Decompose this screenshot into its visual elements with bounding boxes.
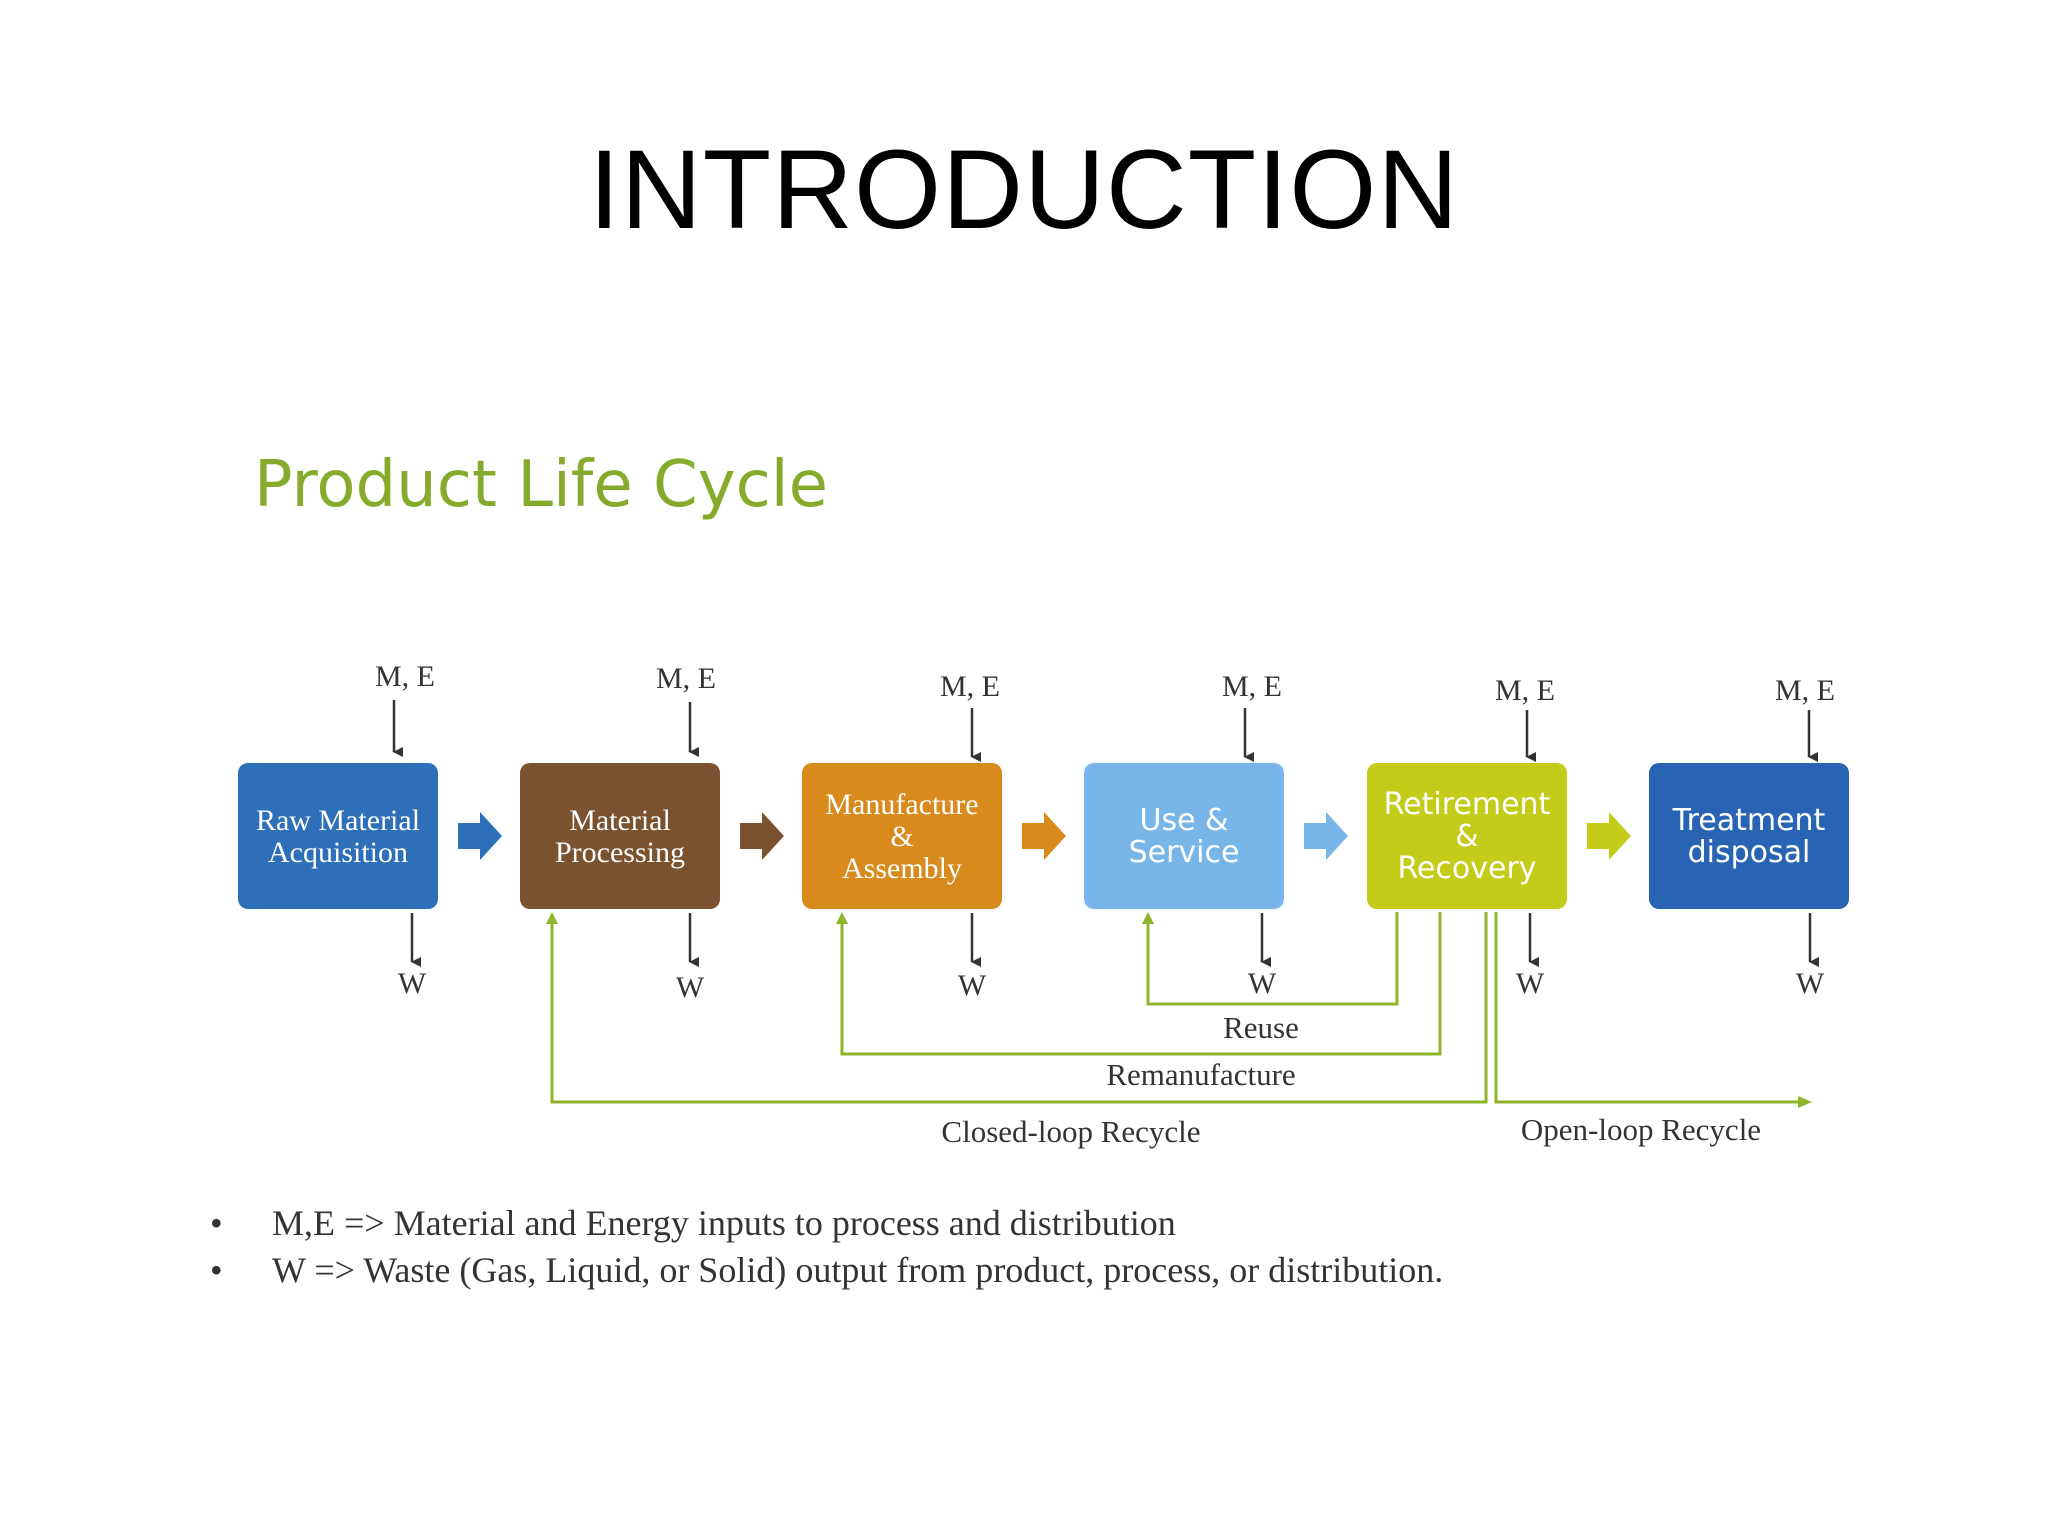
legend-item: • W => Waste (Gas, Liquid, or Solid) out… [210,1247,1443,1294]
stage-label-line: & [890,820,913,853]
stage-label-line: Use & [1140,803,1229,838]
reuse-loop [1146,912,1399,1006]
remanufacture-loop [840,912,1442,1056]
reuse-label: Reuse [1223,1010,1299,1045]
arrow-up-icon [1142,912,1154,924]
output-label: W [1248,967,1277,1000]
arrow-up-icon [546,912,558,924]
stage-label-line: Retirement [1384,787,1551,822]
legend-item: • M,E => Material and Energy inputs to p… [210,1200,1443,1247]
input-label: M, E [940,670,1000,703]
input-label: M, E [656,662,716,695]
output-label: W [958,969,987,1002]
stage-label-line: Manufacture [825,788,978,821]
svg-text:Manufacture&Assembly: Manufacture&Assembly [825,788,978,885]
open-loop-recycle-line [1494,912,1800,1104]
output-label: W [398,967,427,1000]
flow-arrow-icon [1587,812,1631,860]
stage-label-line: Raw Material [256,804,420,837]
arrow-right-icon [1798,1096,1812,1108]
flow-arrow-icon [740,812,784,860]
stage-retirement-recovery: Retirement&Recovery [1367,763,1567,909]
svg-text:Use &Service: Use &Service [1129,803,1240,870]
stage-manufacture-assembly: Manufacture&Assembly [802,763,1002,909]
stage-label-line: Processing [555,836,685,869]
stage-label-line: Acquisition [268,836,408,869]
legend-text: W => Waste (Gas, Liquid, or Solid) outpu… [272,1250,1444,1290]
output-label: W [1796,967,1825,1000]
input-label: M, E [1775,674,1835,707]
stage-label-line: Material [569,804,671,837]
stage-label-line: Assembly [842,852,962,885]
stage-label-line: Service [1129,835,1240,870]
arrow-up-icon [836,912,848,924]
stage-label-line: Recovery [1397,851,1536,886]
input-label: M, E [375,660,435,693]
legend-text: M,E => Material and Energy inputs to pro… [272,1203,1176,1243]
input-label: M, E [1222,670,1282,703]
output-label: W [1516,967,1545,1000]
legend-list: • M,E => Material and Energy inputs to p… [210,1200,1443,1294]
bullet-icon: • [210,1203,223,1243]
flow-arrow-icon [458,812,502,860]
flow-arrow-icon [1304,812,1348,860]
slide-title: INTRODUCTION [588,127,1460,252]
stage-label-line: & [1455,819,1478,854]
input-label: M, E [1495,674,1555,707]
stage-label-line: disposal [1688,835,1811,870]
closed-loop-recycle-loop [550,912,1488,1104]
flow-arrow-icon [1022,812,1066,860]
stage-use-service: Use &Service [1084,763,1284,909]
bullet-icon: • [210,1250,223,1290]
svg-text:Retirement&Recovery: Retirement&Recovery [1384,787,1551,886]
remanufacture-label: Remanufacture [1106,1057,1295,1092]
closed-loop-label: Closed-loop Recycle [941,1114,1200,1149]
diagram-title: Product Life Cycle [254,448,828,522]
output-label: W [676,971,705,1004]
open-loop-label: Open-loop Recycle [1521,1112,1761,1147]
stage-label-line: Treatment [1672,803,1826,838]
